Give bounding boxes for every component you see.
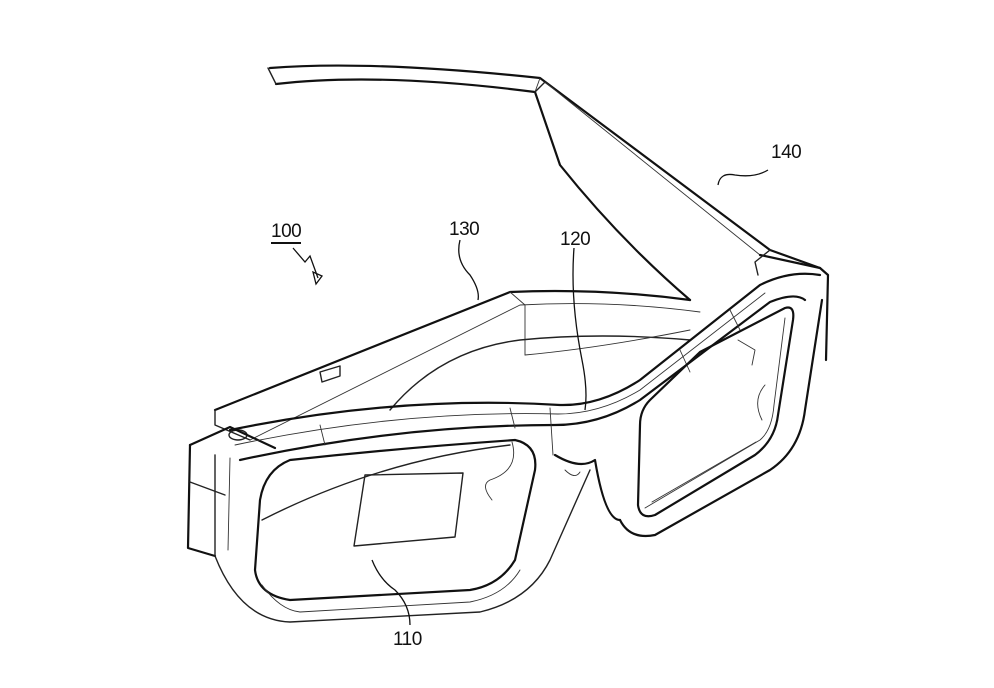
bridge <box>553 453 622 522</box>
reference-label-110: 110 <box>393 629 422 650</box>
front-frame <box>228 272 822 462</box>
reference-label-100: 100 <box>271 221 302 244</box>
reference-label-130: 130 <box>449 219 480 240</box>
temple-arm-right <box>267 64 830 362</box>
display-region <box>353 472 464 547</box>
temple-housing-left <box>186 289 701 558</box>
reference-label-120: 120 <box>560 229 591 250</box>
right-lens <box>618 298 824 538</box>
left-lens <box>214 438 591 623</box>
reference-label-140: 140 <box>771 142 802 163</box>
leader-lines <box>292 169 769 626</box>
